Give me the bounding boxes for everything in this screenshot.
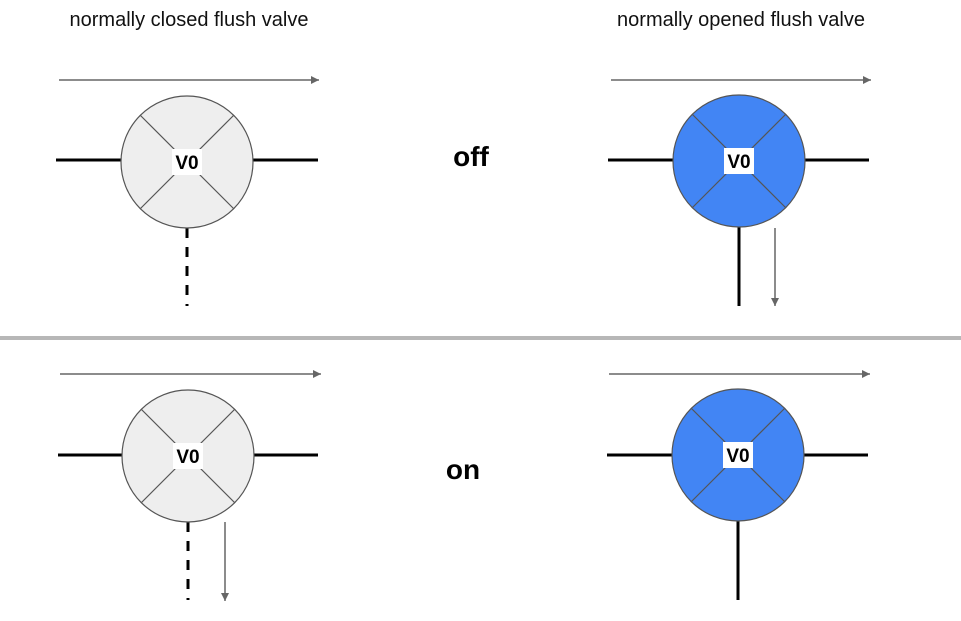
off-state-label: off [453,141,489,172]
on-state-label: on [446,454,480,485]
right-column-title: normally opened flush valve [617,9,865,31]
valve-label: V0 [726,446,749,467]
valve-on-normally-closed: V0 [58,370,321,601]
valve-label-box [173,443,203,469]
valve-label-box [172,149,202,175]
valve-on-normally-opened: V0 [607,370,870,600]
valve-off-normally-closed: V0 [56,76,319,306]
valve-label: V0 [727,152,750,173]
valve-off-normally-opened: V0 [608,76,871,306]
valve-label: V0 [175,153,198,174]
valve-label-box [723,442,753,468]
valve-label: V0 [176,447,199,468]
left-column-title: normally closed flush valve [70,9,309,31]
valve-label-box [724,148,754,174]
